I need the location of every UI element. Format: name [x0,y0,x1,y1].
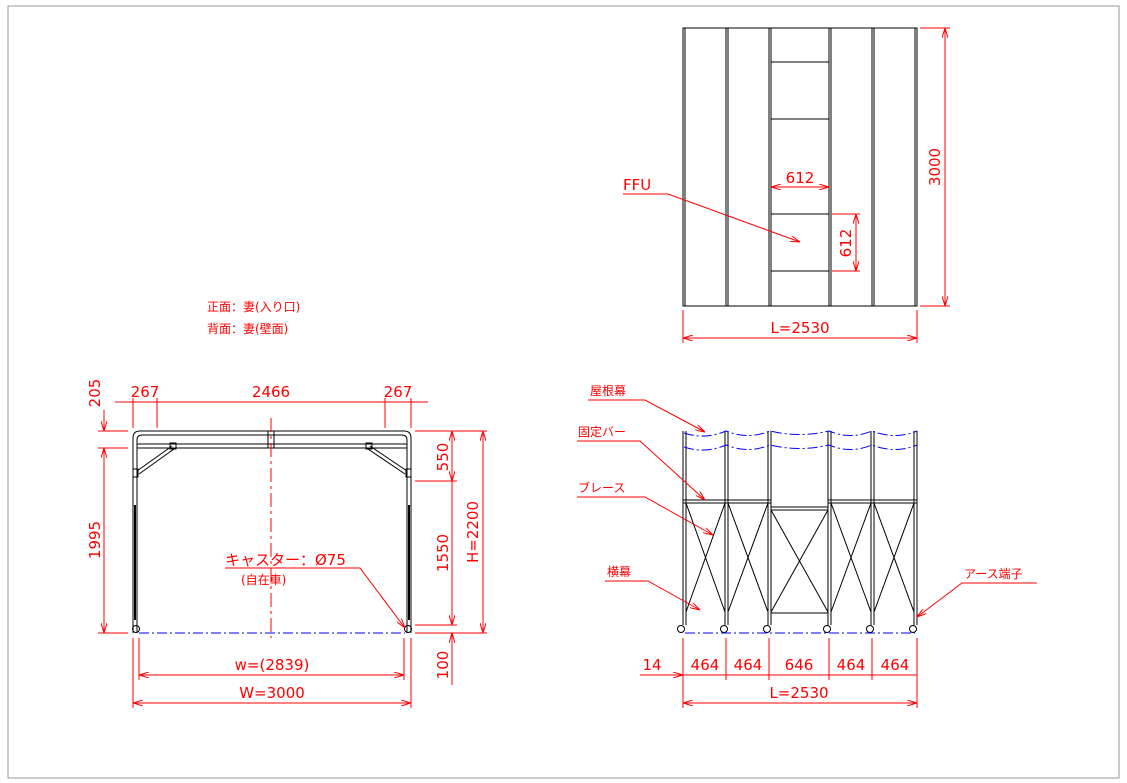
span-dim: 464 [691,656,720,674]
label-roof-curtain: 屋根幕 [590,384,626,398]
depth-dim: 3000 [926,148,944,186]
caster-icon [823,625,831,633]
upper-height-dim: 550 [434,443,452,472]
label-earth-terminal: アース端子 [964,567,1023,581]
caster-label: キャスター：Ø75 [225,551,346,569]
caster-height-dim: 100 [434,651,452,680]
total-height-dim: H=2200 [464,501,482,563]
total-width-dim: W=3000 [239,684,305,702]
caster-icon [763,625,771,633]
note-back: 背面：妻(壁面) [207,321,288,336]
left-span-dim: 267 [131,383,160,401]
ffu-depth-dim: 612 [837,229,855,258]
roof-curtain [683,430,918,451]
top-offset-dim: 205 [86,379,104,408]
ffu-unit [770,213,830,272]
span-dim: 464 [881,656,910,674]
span-dim: 464 [734,656,763,674]
center-span-dim: 2466 [252,383,290,401]
ffu-label: FFU [623,176,651,194]
side-view: 屋根幕 固定バー ブレース 横幕 アース端子 14 464 464 646 46… [577,384,1037,708]
top-view: 612 612 3000 L=2530 FFU [623,27,950,343]
note-front: 正面：妻(入り口) [207,300,300,314]
offset-dim: 14 [642,656,661,674]
front-view: 205 1995 267 2466 267 550 1550 100 H=220… [86,379,487,708]
span-dim: 464 [837,656,866,674]
post-height-dim: 1995 [86,521,104,559]
caster-icon [720,625,728,633]
caster-icon [866,625,874,633]
ffu-unit [770,61,830,120]
lower-height-dim: 1550 [434,534,452,572]
right-span-dim: 267 [384,383,413,401]
posts [682,431,918,625]
span-dim: 646 [785,656,814,674]
caster-icon [132,625,140,633]
length-dim: L=2530 [770,319,829,337]
caster-icon [404,625,412,633]
caster-icon [909,625,917,633]
inner-width-dim: w=(2839) [235,656,310,674]
braces [685,502,915,613]
caster-icon [677,625,685,633]
sheet-border [7,5,1120,779]
label-side-curtain: 横幕 [607,565,631,579]
ffu-width-dim: 612 [786,169,815,187]
side-length-dim: L=2530 [769,684,828,702]
caster-sub-label: (自在車) [241,573,286,587]
label-brace: ブレース [578,480,625,495]
label-fixed-bar: 固定バー [578,424,626,439]
